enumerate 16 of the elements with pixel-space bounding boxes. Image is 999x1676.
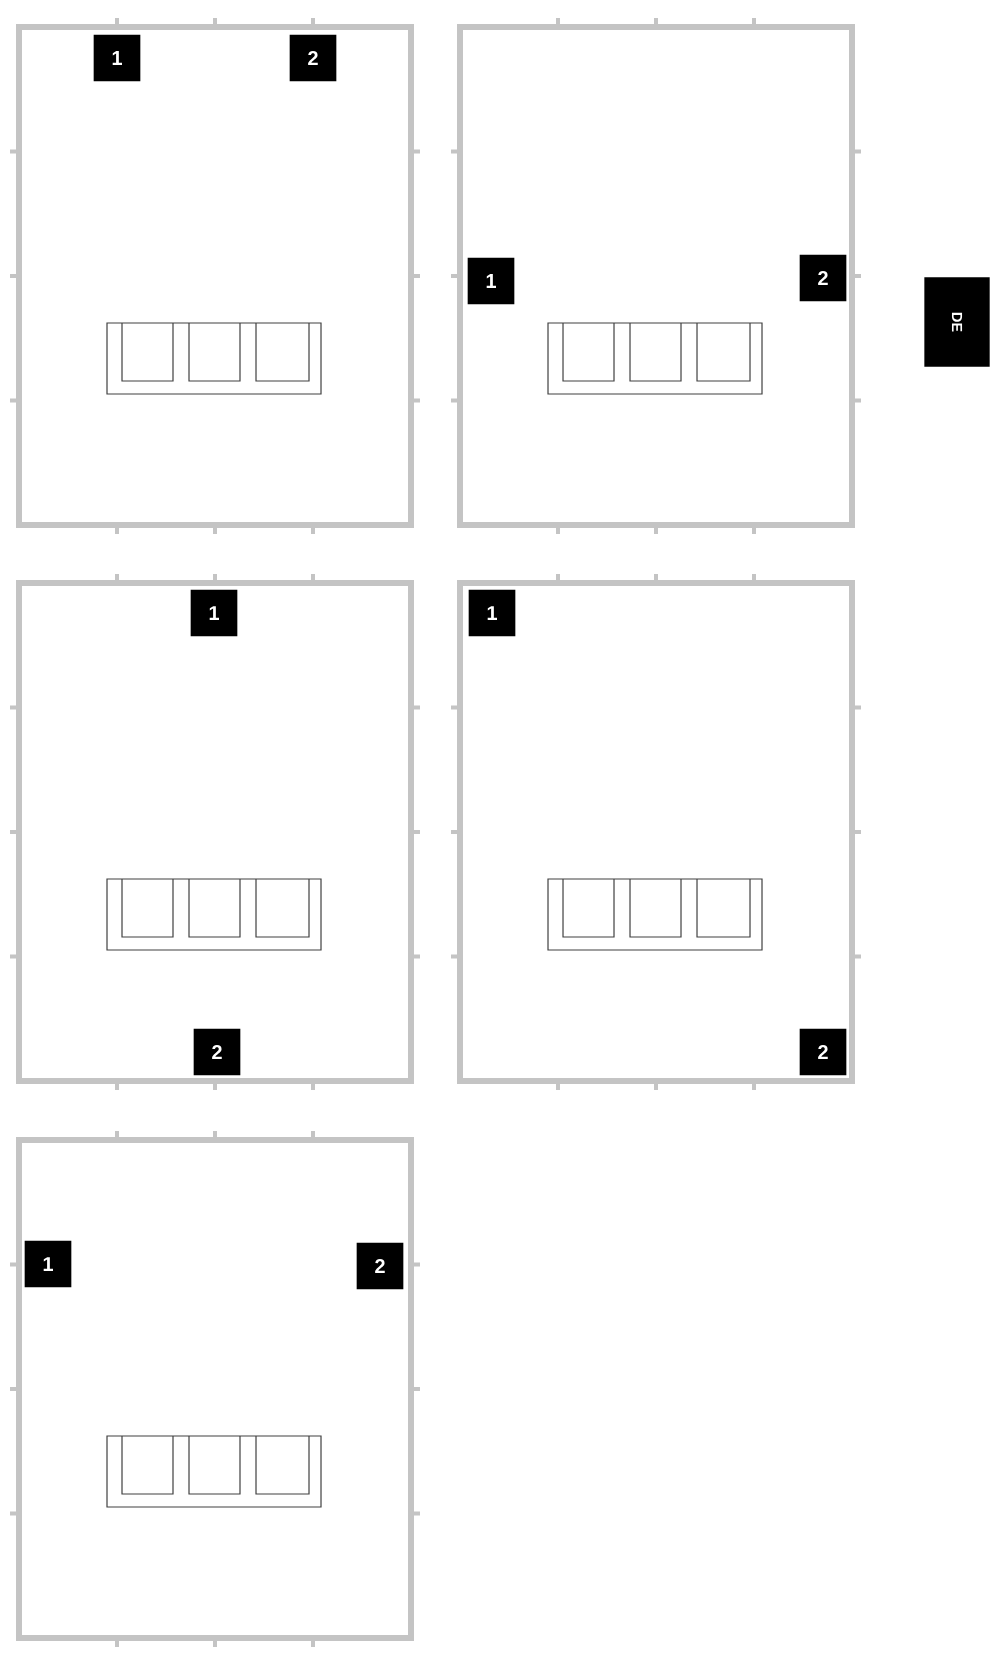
language-tab: DE [924,277,990,367]
speaker-badge: 2 [799,254,847,302]
speaker-badge: 2 [289,34,337,82]
speaker-badge: 2 [356,1242,404,1290]
room-outline [449,16,863,536]
speaker-badge: 1 [93,34,141,82]
speaker-badge: 2 [799,1028,847,1076]
room-outline [449,572,863,1092]
speaker-badge: 1 [467,257,515,305]
speaker-badge: 1 [24,1240,72,1288]
room-outline [8,572,422,1092]
speaker-badge: 2 [193,1028,241,1076]
room-outline [8,1129,422,1649]
speaker-badge: 1 [190,589,238,637]
speaker-badge: 1 [468,589,516,637]
room-outline [8,16,422,536]
